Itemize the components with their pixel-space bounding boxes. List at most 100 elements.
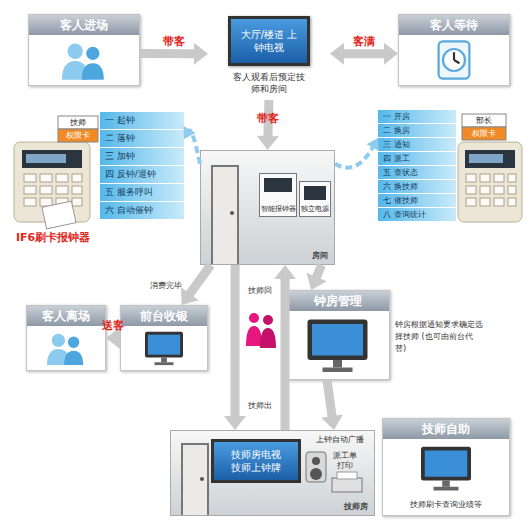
function-band: 八 查询统计: [378, 208, 456, 221]
device-screen: [304, 186, 326, 200]
chip-box: 智能报钟器: [259, 173, 297, 217]
connector: [321, 380, 343, 430]
connector-line: [316, 265, 321, 278]
connector-line: [119, 334, 120, 343]
function-band: 四 反钟/退钟: [100, 166, 184, 183]
screen-box: 技师房电视 技师上钟牌: [211, 439, 301, 483]
tv-text: 大厅/楼道 上钟电视: [240, 28, 298, 54]
note-text: 钟房根据通知要求确定选择技师 (也可由前台代替): [395, 319, 483, 355]
chip-box: 独立电源: [299, 181, 331, 217]
edge-label: 带客: [163, 33, 185, 48]
door: [181, 443, 209, 515]
function-band: 四 派工: [378, 152, 456, 165]
arrow-head: [257, 136, 279, 150]
connector-line: [189, 130, 200, 163]
edge-label: 技师出: [248, 400, 272, 411]
list-box: 一 开房二 换房三 通知四 派工五 查状态六 换技师七 催技师八 查询统计: [378, 110, 456, 222]
monitor-icon: [383, 443, 509, 493]
door-handle: [200, 477, 204, 481]
card-title: 前台收银: [121, 306, 207, 326]
arrow-head: [184, 126, 196, 139]
card-box: 客人进场: [28, 14, 140, 86]
card-title: 技师自助: [383, 419, 509, 439]
connector-line: [140, 49, 195, 58]
edge-label: 送客: [102, 318, 124, 333]
edge-label: 技师回: [248, 284, 272, 295]
card-title: 钟房管理: [286, 291, 389, 311]
monitor-icon: [286, 315, 389, 375]
small-box: 上钟自动广播: [305, 435, 375, 447]
speaker-symbol: [306, 452, 326, 482]
connector: [335, 138, 379, 168]
tv-box: 大厅/楼道 上钟电视客人观看后预定技师和房间: [208, 16, 330, 100]
manage-box: 钟房管理钟房根据通知要求确定选择技师 (也可由前台代替): [285, 290, 390, 380]
connector-line: [189, 265, 211, 295]
device-label: 智能报钟器: [260, 205, 296, 214]
connector: [274, 265, 296, 430]
free-label: 权限卡: [58, 129, 98, 142]
tv-caption: 客人观看后预定技师和房间: [232, 71, 306, 95]
device-screen: [264, 178, 292, 192]
small-label: 派工单打印: [331, 451, 359, 471]
room-name: 房间: [312, 250, 328, 261]
card-box: 客人等待: [398, 14, 510, 86]
function-band: 一 起钟: [100, 112, 184, 129]
free-label: 技师: [58, 116, 98, 129]
card-title: 客人等待: [399, 15, 509, 35]
function-band: 三 加钟: [100, 148, 184, 165]
people-icon-box: [29, 38, 139, 82]
connector-line: [327, 380, 332, 417]
clock-icon: [399, 38, 509, 82]
door-handle: [230, 211, 234, 215]
arrow-head: [274, 265, 296, 279]
function-band: 六 自动催钟: [100, 202, 184, 219]
arrow-head: [224, 416, 246, 430]
connector-line: [281, 278, 290, 430]
connector: [181, 265, 211, 305]
people-icon-box: [27, 329, 105, 367]
printer-symbol: [332, 472, 362, 492]
card-box: 前台收银: [120, 305, 208, 371]
connector: [224, 265, 246, 430]
arrow-head: [181, 287, 199, 305]
connector-line: [343, 49, 385, 58]
function-band: 七 催技师: [378, 194, 456, 207]
people-icon: [29, 38, 139, 82]
free-label: 部长: [462, 114, 506, 127]
arrow-head: [321, 415, 343, 430]
function-band: 二 换房: [378, 124, 456, 137]
pc-icon-box: [286, 315, 389, 375]
arrow-head: [367, 138, 379, 151]
troom-box: 技师房 技师房电视 技师上钟牌 上钟自动广播派工单打印: [170, 430, 375, 516]
function-band: 六 换技师: [378, 180, 456, 193]
technician-figures: [246, 313, 276, 348]
arrow-head: [384, 43, 398, 65]
door: [211, 165, 239, 264]
edge-label: 带客: [257, 110, 279, 125]
tv-text: 技师房电视 技师上钟牌: [225, 448, 287, 474]
card-box: 客人离场: [26, 305, 106, 371]
self-box: 技师自助技师刷卡查询业绩等: [382, 418, 510, 516]
connector: [184, 126, 200, 164]
card-title: 客人进场: [29, 15, 139, 35]
keypad-terminal: [458, 142, 522, 222]
pc-icon-box: [121, 329, 207, 367]
card-title: 客人离场: [27, 306, 105, 326]
function-band: 二 落钟: [100, 130, 184, 147]
connector-line: [335, 146, 374, 168]
arrow-head: [330, 43, 344, 65]
list-box: 一 起钟二 落钟三 加钟四 反钟/退钟五 服务呼叫六 自动催钟: [100, 112, 184, 220]
monitor-icon: [121, 329, 207, 367]
small-box: 派工单打印: [331, 451, 359, 475]
clock-icon-box: [399, 38, 509, 82]
note-text: 技师刷卡查询业绩等: [383, 499, 509, 510]
room-box: 房间 智能报钟器独立电源: [200, 150, 335, 265]
arrow-head: [194, 43, 208, 65]
function-band: 三 通知: [378, 138, 456, 151]
function-band: 五 服务呼叫: [100, 184, 184, 201]
tv-screen: 大厅/楼道 上钟电视: [228, 16, 310, 66]
free-label: 权限卡: [462, 127, 506, 140]
room-name: 技师房: [344, 501, 368, 512]
